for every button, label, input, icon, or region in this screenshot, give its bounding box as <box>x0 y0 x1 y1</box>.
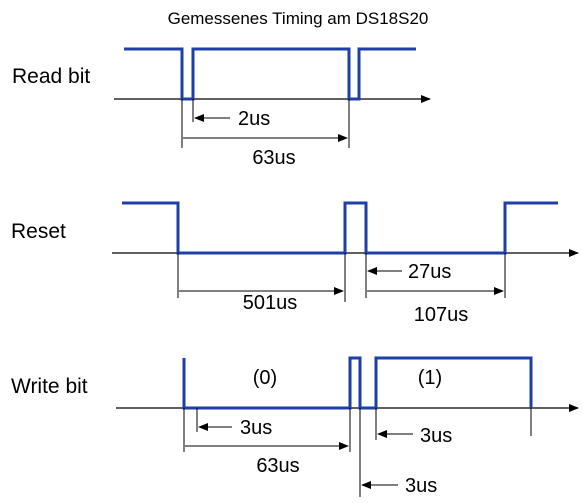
reset-wait-dimension-label: 27us <box>408 261 451 283</box>
write-bit-one-label: (1) <box>418 367 442 389</box>
write-bit-one-low-dimension-label: 3us <box>420 425 452 447</box>
write-bit-slot-dimension-label: 63us <box>256 455 299 477</box>
reset-label: Reset <box>11 220 66 243</box>
write-bit-signal <box>182 356 533 410</box>
write-bit-zero-release-dimension-label: 3us <box>240 417 272 439</box>
read-bit-signal <box>124 47 416 101</box>
read-bit-slot-dimension-label: 63us <box>252 147 295 169</box>
read-bit-label: Read bit <box>12 65 90 88</box>
reset-signal <box>122 201 558 255</box>
read-bit-low-dimension-label: 2us <box>238 108 270 130</box>
write-bit-recovery-dimension-label: 3us <box>405 475 437 497</box>
write-bit-zero-label: (0) <box>253 367 277 389</box>
diagram-title: Gemessenes Timing am DS18S20 <box>168 9 429 28</box>
reset-presence-dimension-label: 107us <box>414 304 469 326</box>
read-bit-section: Read bit 2us 63us <box>12 47 431 169</box>
reset-section: Reset 501us 27us 107us <box>11 201 579 326</box>
write-bit-label: Write bit <box>11 375 88 398</box>
write-bit-section: Write bit (0) (1) 3us 63us 3us 3us <box>11 356 579 497</box>
reset-low-dimension-label: 501us <box>243 292 298 314</box>
